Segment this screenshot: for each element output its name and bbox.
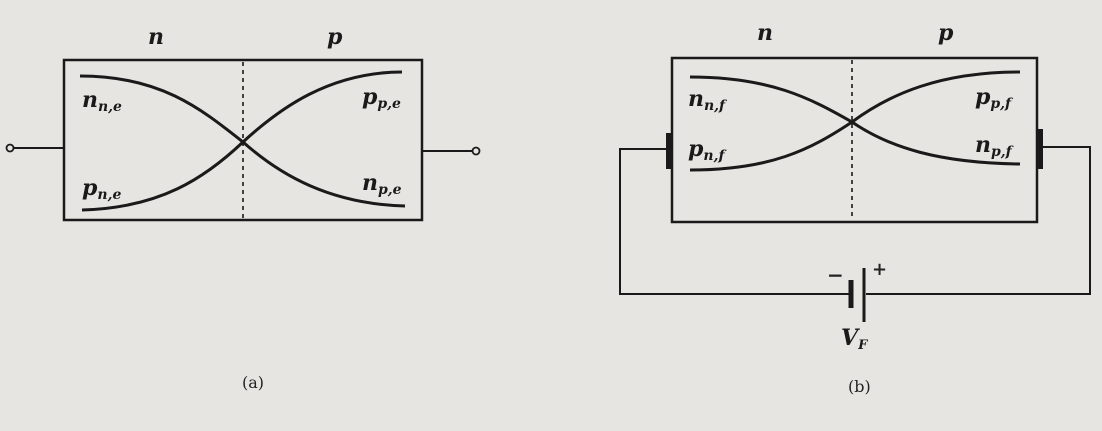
carrier-label-top-right-a: pp,e	[362, 84, 401, 112]
carrier-symbol: p	[688, 136, 704, 162]
carrier-symbol: n	[362, 170, 378, 196]
region-label-p-b: p	[938, 20, 954, 46]
carrier-label-top-left-b: nn,f	[688, 86, 728, 114]
majority-curve-p-a	[81, 70, 403, 212]
battery-minus-sign: −	[827, 263, 844, 287]
carrier-label-bottom-left-a: pn,e	[82, 175, 121, 203]
contact-right-b	[1036, 129, 1043, 169]
voltage-subscript: F	[857, 338, 868, 353]
terminal-right-a	[471, 146, 481, 156]
carrier-symbol: p	[82, 175, 98, 201]
panel-a: n p nn,e pn,e pp,e np,e (a)	[5, 24, 481, 392]
circuit-wire-left-b	[619, 148, 850, 295]
carrier-symbol: n	[82, 87, 98, 113]
carrier-subscript: p,f	[991, 144, 1015, 160]
battery-plus-sign: +	[872, 259, 887, 280]
carrier-label-bottom-right-b: np,f	[975, 132, 1015, 160]
region-label-n-a: n	[148, 24, 164, 50]
carrier-label-top-right-b: pp,f	[975, 84, 1014, 112]
carrier-subscript: p,f	[990, 96, 1014, 112]
terminal-left-a	[5, 143, 15, 153]
carrier-label-bottom-left-b: pn,f	[688, 136, 727, 164]
region-label-n-b: n	[757, 20, 773, 46]
panel-b: − + VF n p nn,f pn,f pp,f np,f (b)	[619, 20, 1091, 396]
carrier-symbol: n	[688, 86, 704, 112]
majority-curve-p-b	[689, 70, 1021, 172]
battery-voltage-label: VF	[841, 325, 868, 353]
caption-b: (b)	[848, 377, 871, 396]
carrier-label-bottom-right-a: np,e	[362, 170, 402, 198]
carrier-symbol: p	[975, 84, 991, 110]
junction-box-a	[62, 58, 424, 222]
carrier-subscript: n,e	[97, 187, 121, 203]
carrier-symbol: p	[362, 84, 378, 110]
caption-a: (a)	[242, 373, 264, 392]
carrier-subscript: n,f	[704, 98, 728, 114]
carrier-symbol: n	[975, 132, 991, 158]
carrier-subscript: n,e	[98, 99, 122, 115]
carrier-subscript: p,e	[378, 182, 402, 198]
carrier-label-top-left-a: nn,e	[82, 87, 122, 115]
carrier-subscript: n,f	[703, 148, 727, 164]
voltage-symbol: V	[841, 325, 860, 351]
carrier-subscript: p,e	[377, 96, 401, 112]
circuit-wire-right-b	[866, 146, 1091, 295]
region-label-p-a: p	[327, 24, 343, 50]
contact-left-b	[666, 133, 673, 169]
